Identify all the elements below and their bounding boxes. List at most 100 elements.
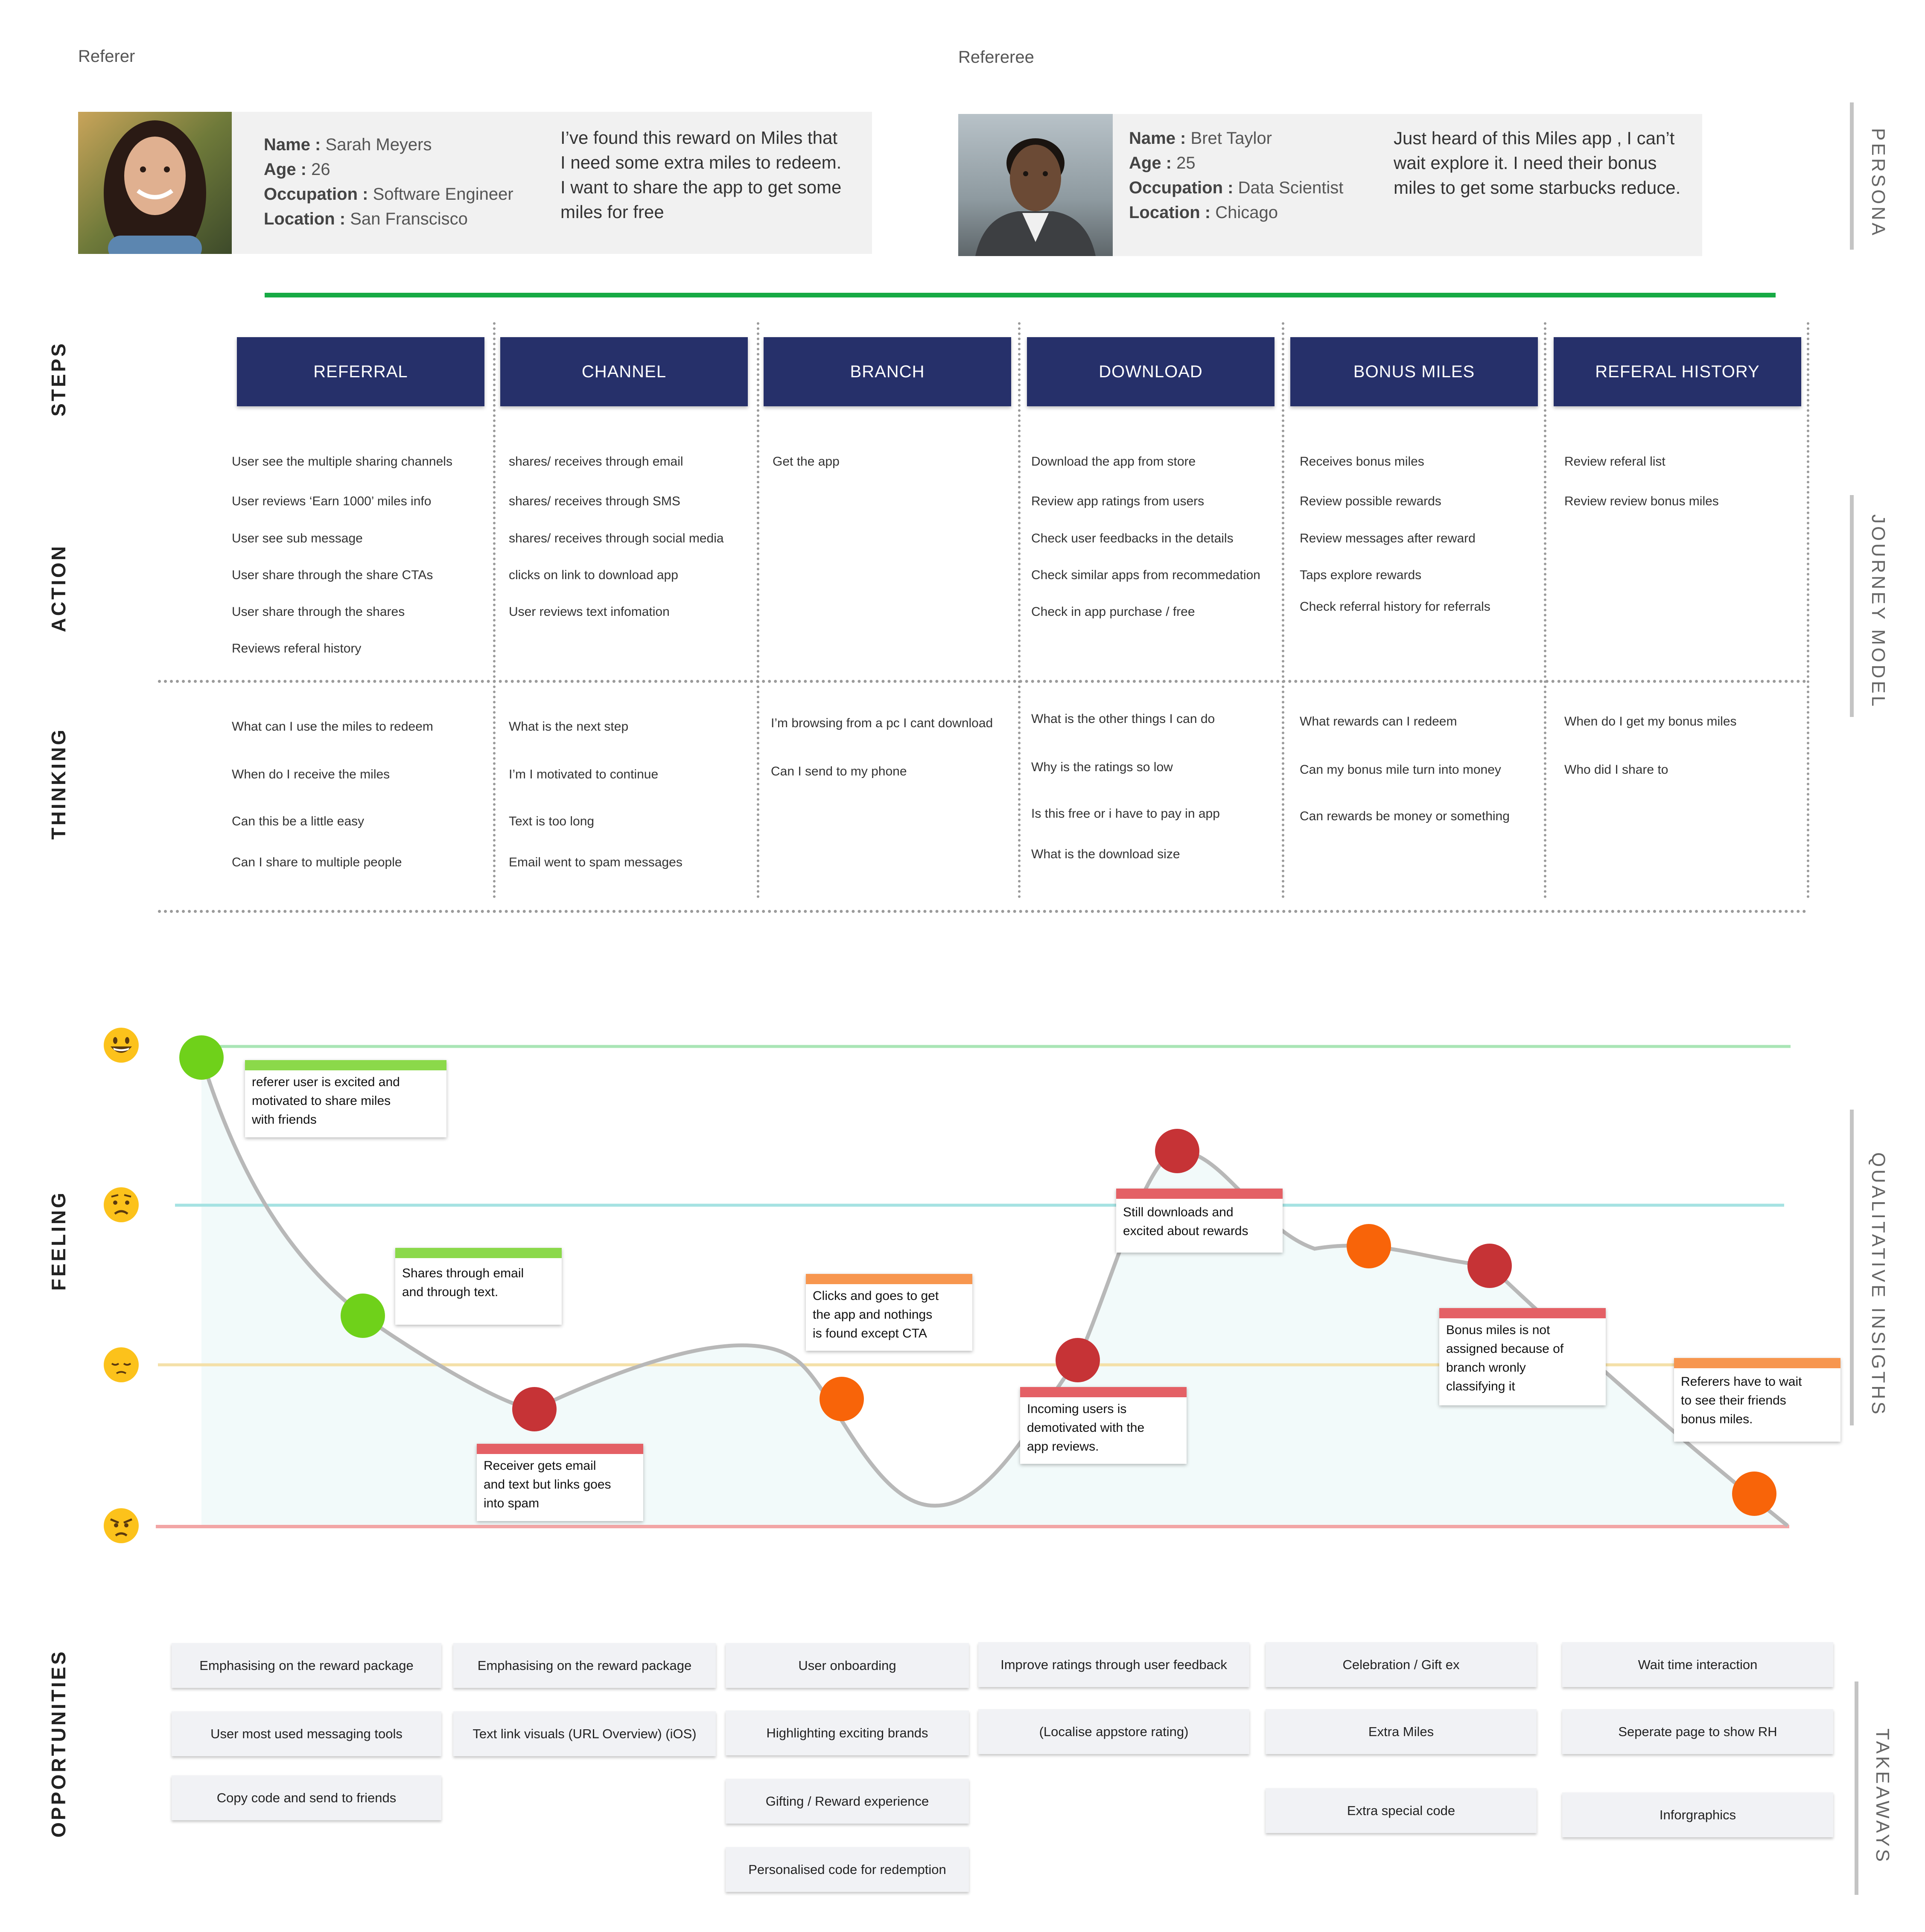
refereree-location-label: Location :	[1129, 203, 1211, 222]
thinking-item: When do I get my bonus miles	[1564, 714, 1737, 729]
note-line: and through text.	[402, 1285, 499, 1299]
opportunity-card: Gifting / Reward experience	[726, 1779, 969, 1824]
referer-age-label: Age :	[264, 160, 306, 179]
thinking-item: Can my bonus mile turn into money	[1300, 763, 1501, 777]
feeling-point-red	[1155, 1129, 1199, 1173]
note-color-bar	[1020, 1387, 1187, 1397]
action-item: shares/ receives through SMS	[509, 494, 680, 508]
insight-note: Receiver gets email and text but links g…	[477, 1444, 643, 1521]
column-separator	[757, 322, 759, 898]
opportunity-card: Inforgraphics	[1562, 1792, 1833, 1837]
persona-side-bar	[1850, 102, 1854, 250]
column-separator	[1282, 322, 1284, 898]
thinking-item: Can this be a little easy	[232, 814, 365, 828]
column-separator	[1018, 322, 1021, 898]
note-line: excited about rewards	[1123, 1224, 1248, 1238]
referer-role-title: Referer	[78, 47, 135, 66]
note-line: classifying it	[1446, 1379, 1515, 1393]
action-item: Download the app from store	[1031, 455, 1196, 469]
opportunity-card: User most used messaging tools	[172, 1711, 441, 1756]
action-item: User see the multiple sharing channels	[232, 455, 452, 469]
action-item: Check similar apps from recommedation	[1031, 568, 1260, 582]
note-line: Referers have to wait	[1681, 1375, 1802, 1389]
row-separator	[158, 680, 1807, 683]
feeling-point-orange	[1732, 1472, 1776, 1516]
referer-quote-line: miles for free	[560, 202, 664, 222]
action-item: Check in app purchase / free	[1031, 605, 1195, 619]
action-item: User reviews ‘Earn 1000’ miles info	[232, 494, 432, 508]
feeling-area	[201, 1058, 1788, 1527]
insight-note: Still downloads and excited about reward…	[1116, 1189, 1283, 1253]
step-referal-history: REFERAL HISTORY	[1554, 337, 1801, 406]
feeling-point-orange	[820, 1377, 864, 1421]
refereree-age-label: Age :	[1129, 154, 1172, 172]
referer-age: 26	[311, 160, 330, 179]
column-separator	[1544, 322, 1546, 898]
angry-face-icon	[104, 1508, 139, 1543]
sad-face-icon	[104, 1347, 139, 1382]
action-item: Review review bonus miles	[1564, 494, 1719, 508]
opportunity-card: User onboarding	[726, 1643, 969, 1688]
note-line: bonus miles.	[1681, 1412, 1753, 1426]
journey-model-side-label: JOURNEY MODEL	[1868, 514, 1889, 709]
action-item: Review possible rewards	[1300, 494, 1441, 508]
note-line: Bonus miles is not	[1446, 1323, 1550, 1337]
row-separator	[158, 910, 1807, 913]
action-item: User share through the shares	[232, 605, 405, 619]
note-line: Receiver gets email	[484, 1459, 596, 1473]
refereree-location: Chicago	[1215, 203, 1278, 222]
thinking-item: I’m browsing from a pc I cant download	[771, 716, 993, 730]
feeling-curve	[199, 1057, 1789, 1527]
step-bonus-miles: BONUS MILES	[1290, 337, 1538, 406]
very-happy-face-icon	[104, 1028, 139, 1063]
action-item: Review messages after reward	[1300, 531, 1476, 545]
thinking-item: Why is the ratings so low	[1031, 760, 1173, 774]
action-item: shares/ receives through social media	[509, 531, 724, 545]
takeaways-side-bar	[1855, 1681, 1858, 1895]
insight-note: Shares through email and through text.	[395, 1248, 562, 1325]
thinking-item: What rewards can I redeem	[1300, 714, 1457, 729]
opportunity-card: Extra special code	[1266, 1788, 1537, 1833]
action-item: shares/ receives through email	[509, 455, 683, 469]
journey-model-side-bar	[1850, 495, 1854, 717]
referer-quote-line: I’ve found this reward on Miles that	[560, 128, 837, 148]
refereree-quote: Just heard of this Miles app , I can’t w…	[1394, 126, 1680, 200]
insight-note: Incoming users is demotivated with the a…	[1020, 1387, 1187, 1464]
action-item: Get the app	[773, 455, 840, 469]
note-line: app reviews.	[1027, 1440, 1099, 1454]
refereree-occupation: Data Scientist	[1238, 178, 1344, 197]
thinking-item: Email went to spam messages	[509, 855, 682, 869]
note-color-bar	[245, 1060, 446, 1070]
action-item: User share through the share CTAs	[232, 568, 433, 582]
note-line: to see their friends	[1681, 1393, 1786, 1407]
opportunity-card: Extra Miles	[1266, 1709, 1537, 1754]
action-item: clicks on link to download app	[509, 568, 678, 582]
note-line: into spam	[484, 1496, 540, 1510]
referer-location-label: Location :	[264, 210, 346, 228]
opportunity-card: Celebration / Gift ex	[1266, 1642, 1537, 1687]
step-download: DOWNLOAD	[1027, 337, 1275, 406]
note-line: referer user is excited and	[252, 1075, 400, 1089]
action-item: Reviews referal history	[232, 641, 362, 656]
action-item: Check user feedbacks in the details	[1031, 531, 1234, 545]
feeling-point-red	[1056, 1338, 1100, 1382]
step-channel: CHANNEL	[500, 337, 748, 406]
referer-quote: I’ve found this reward on Miles that I n…	[560, 125, 841, 224]
note-color-bar	[1674, 1358, 1840, 1368]
feeling-point-red	[1467, 1244, 1512, 1288]
opportunity-card: Wait time interaction	[1562, 1642, 1833, 1687]
steps-row-label: STEPS	[47, 341, 70, 417]
action-item: Review app ratings from users	[1031, 494, 1205, 508]
note-line: Incoming users is	[1027, 1402, 1127, 1416]
insight-note: Referers have to wait to see their frien…	[1674, 1358, 1840, 1442]
opportunity-card: Text link visuals (URL Overview) (iOS)	[453, 1711, 716, 1756]
qualitative-side-label: QUALITATIVE INSIGTHS	[1868, 1152, 1889, 1417]
referer-name-label: Name :	[264, 135, 321, 154]
persona-side-label: PERSONA	[1868, 128, 1889, 238]
thinking-item: What can I use the miles to redeem	[232, 720, 433, 734]
thinking-row-label: THINKING	[47, 728, 70, 840]
feeling-point-green	[179, 1035, 224, 1080]
note-line: branch wronly	[1446, 1361, 1526, 1375]
thinking-item: Can rewards be money or something	[1300, 809, 1510, 823]
thinking-item: What is the next step	[509, 720, 629, 734]
